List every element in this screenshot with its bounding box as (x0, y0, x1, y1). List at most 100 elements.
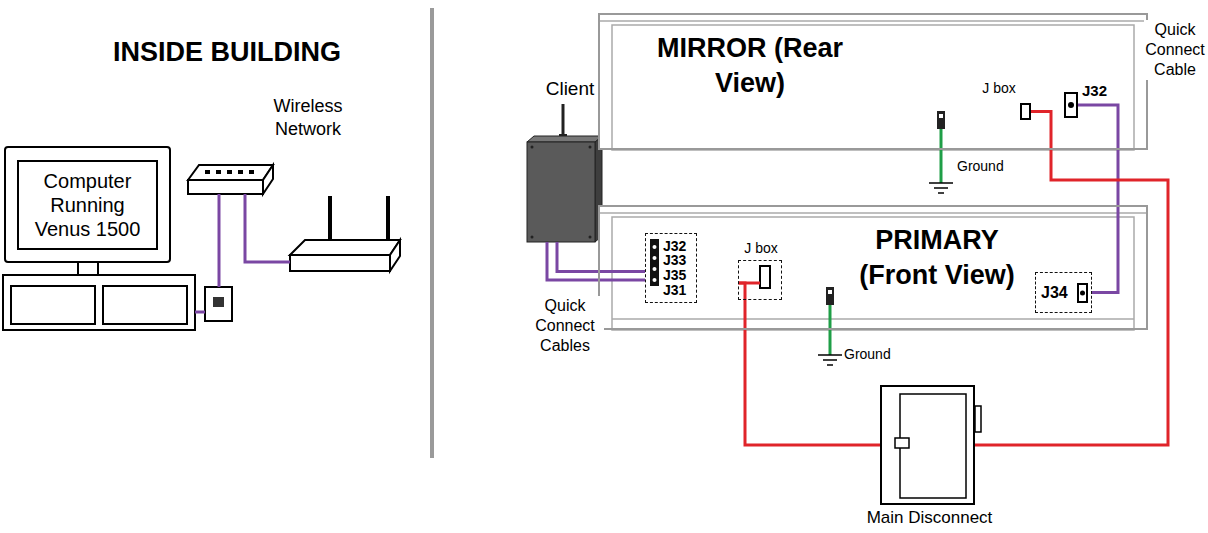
cable-label: Quick Connect Cables (526, 296, 604, 356)
port (216, 170, 221, 174)
access-point-side (390, 240, 400, 271)
network-cable (195, 311, 205, 314)
wire-path (547, 242, 645, 280)
monitor-screen: Computer Running Venus 1500 (17, 160, 158, 250)
lug-hole (939, 114, 943, 118)
lug-hole (828, 290, 832, 294)
node-text: J33 (663, 253, 686, 268)
pin (653, 267, 657, 271)
connector-socket (1078, 284, 1087, 302)
ground-symbol (818, 354, 842, 356)
node-text: MIRROR (Rear View) (630, 31, 870, 101)
connector-pins (650, 239, 659, 286)
port (238, 170, 243, 174)
wire-path (557, 242, 645, 272)
mirror-sign: MIRROR (Rear View)J boxJ32 (598, 13, 1148, 150)
monitor-bezel (5, 147, 170, 262)
ground-symbol (823, 359, 837, 361)
node-text: J32 (663, 239, 686, 254)
switch-front (188, 180, 263, 194)
node-text: J31 (663, 283, 686, 298)
connector-j34: J34 (1035, 272, 1092, 313)
node-text: J box (739, 240, 783, 257)
ground-lug (826, 287, 834, 305)
ground-lug (937, 111, 945, 129)
screw (589, 146, 592, 149)
screw (589, 236, 592, 239)
door-latch (895, 438, 909, 448)
cabinet-lip (598, 212, 1148, 214)
switch-ports (205, 170, 254, 174)
connector-block: J32J33J35J31 (645, 233, 697, 303)
monitor-stand (78, 262, 98, 275)
divider-line (430, 8, 434, 458)
computer-case (3, 275, 195, 330)
pin (653, 278, 657, 282)
quick-connect-cable (1078, 105, 1118, 293)
network-cable (218, 194, 221, 287)
client-body (527, 142, 595, 242)
disconnect-handle (975, 406, 981, 432)
port (249, 170, 254, 174)
wire-path (738, 283, 880, 445)
ground-symbol (934, 187, 948, 189)
mirror-cabinet (598, 13, 1148, 150)
port (227, 170, 232, 174)
cabinet-inner (612, 217, 1134, 330)
node-text: Main Disconnect (847, 508, 1012, 528)
pin (653, 256, 657, 260)
ground-wire (940, 129, 943, 183)
ground-symbol (938, 192, 944, 194)
connector-j32: J32 (1064, 92, 1078, 118)
drive-bay (103, 286, 187, 324)
junction-box: J box (1020, 103, 1031, 120)
main-disconnect: Main Disconnect (880, 385, 975, 505)
wire-path (1078, 105, 1118, 293)
screw (531, 146, 534, 149)
quick-connect-cable (547, 242, 645, 280)
primary-sign: PRIMARY (Front View) J32J33J35J31 J boxJ34 (598, 205, 1148, 330)
cable-label: Quick Connect Cable (1144, 20, 1206, 80)
access-point-front (290, 255, 390, 271)
switch-top (188, 165, 273, 180)
connector-dot (1068, 102, 1074, 108)
pin (653, 245, 657, 249)
ground-symbol (929, 182, 953, 184)
node-text: Computer Running Venus 1500 (23, 169, 152, 241)
ground-wire (829, 305, 832, 355)
node-text: PRIMARY (Front View) (837, 223, 1037, 293)
ground-label: Ground (844, 346, 914, 364)
access-point-top (290, 240, 400, 255)
antenna (328, 196, 332, 244)
device-label: Wireless Network (262, 95, 354, 140)
connector-dot (1080, 291, 1085, 296)
client-radio: Client (527, 142, 595, 242)
node-text: J box (976, 80, 1022, 97)
cabinet-inner (612, 25, 1134, 150)
drive-bay (11, 286, 95, 324)
node-text: J35 (663, 268, 686, 283)
screw (531, 236, 534, 239)
junction-box (760, 266, 770, 288)
antenna (386, 196, 390, 244)
primary-cabinet (598, 205, 1148, 330)
power-wire (738, 283, 880, 445)
node-text: J34 (1041, 283, 1068, 302)
ground-symbol (827, 364, 833, 366)
junction-box: J box (738, 260, 782, 300)
port (205, 170, 210, 174)
wall-jack (205, 287, 232, 321)
node-text: J32 (1082, 82, 1116, 100)
switch-side (263, 165, 273, 194)
cabinet-lip (598, 20, 1148, 22)
client-top (527, 136, 602, 142)
disconnect-door (900, 394, 966, 498)
jack-port (213, 297, 224, 307)
section-title: INSIDE BUILDING (113, 36, 413, 70)
network-cable (245, 194, 290, 262)
disconnect-body (880, 385, 975, 505)
ground-label: Ground (957, 158, 1027, 176)
